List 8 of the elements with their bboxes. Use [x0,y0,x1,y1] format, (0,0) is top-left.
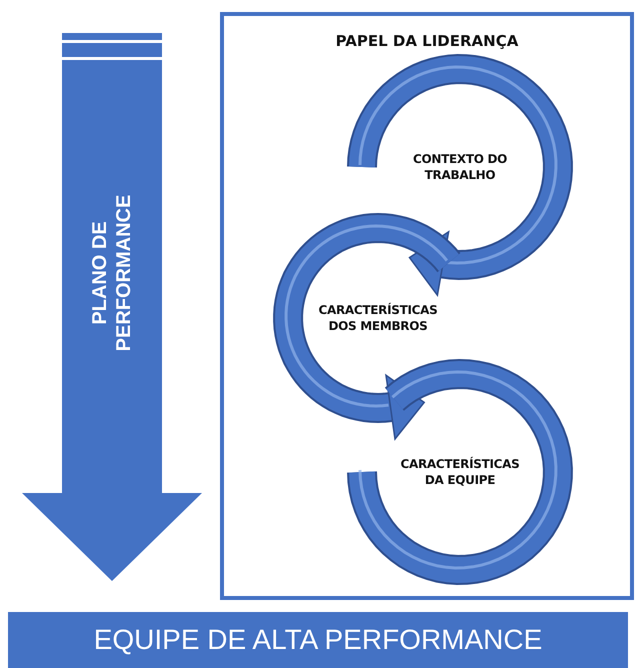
step-label: CONTEXTO DO TRABALHO [412,151,508,183]
step-label: CARACTERÍSTICAS DOS MEMBROS [317,302,439,334]
step-label: CARACTERÍSTICAS DA EQUIPE [399,456,521,488]
banner [8,612,628,668]
frame-box [220,12,634,600]
arrow-label: PLANO DE PERFORMANCE [88,194,136,354]
banner-text: EQUIPE DE ALTA PERFORMANCE [92,624,544,656]
frame-heading: PAPEL DA LIDERANÇA [334,32,520,50]
